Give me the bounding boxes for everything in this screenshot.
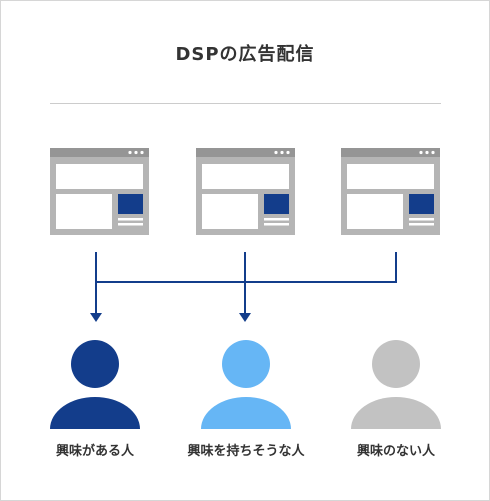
person-icon [50,340,140,429]
browser-window-2 [196,148,295,235]
diagram-title: DSPの広告配信 [175,44,315,65]
ad-block-1 [118,194,143,214]
person-icon [351,340,441,429]
person-label-not-interested: 興味のない人 [356,444,435,459]
arrow-down-icon [239,313,251,322]
ad-block-2 [264,194,289,214]
person-label-potentially-interested: 興味を持ちそうな人 [187,444,305,459]
title-divider [50,103,441,104]
browser-window-1 [50,148,149,235]
arrow-down-icon [90,313,102,322]
person-label-interested: 興味がある人 [55,444,134,459]
ad-block-3 [409,194,434,214]
person-icon [201,340,291,429]
browser-window-3 [341,148,440,235]
connector-lines [95,252,397,314]
